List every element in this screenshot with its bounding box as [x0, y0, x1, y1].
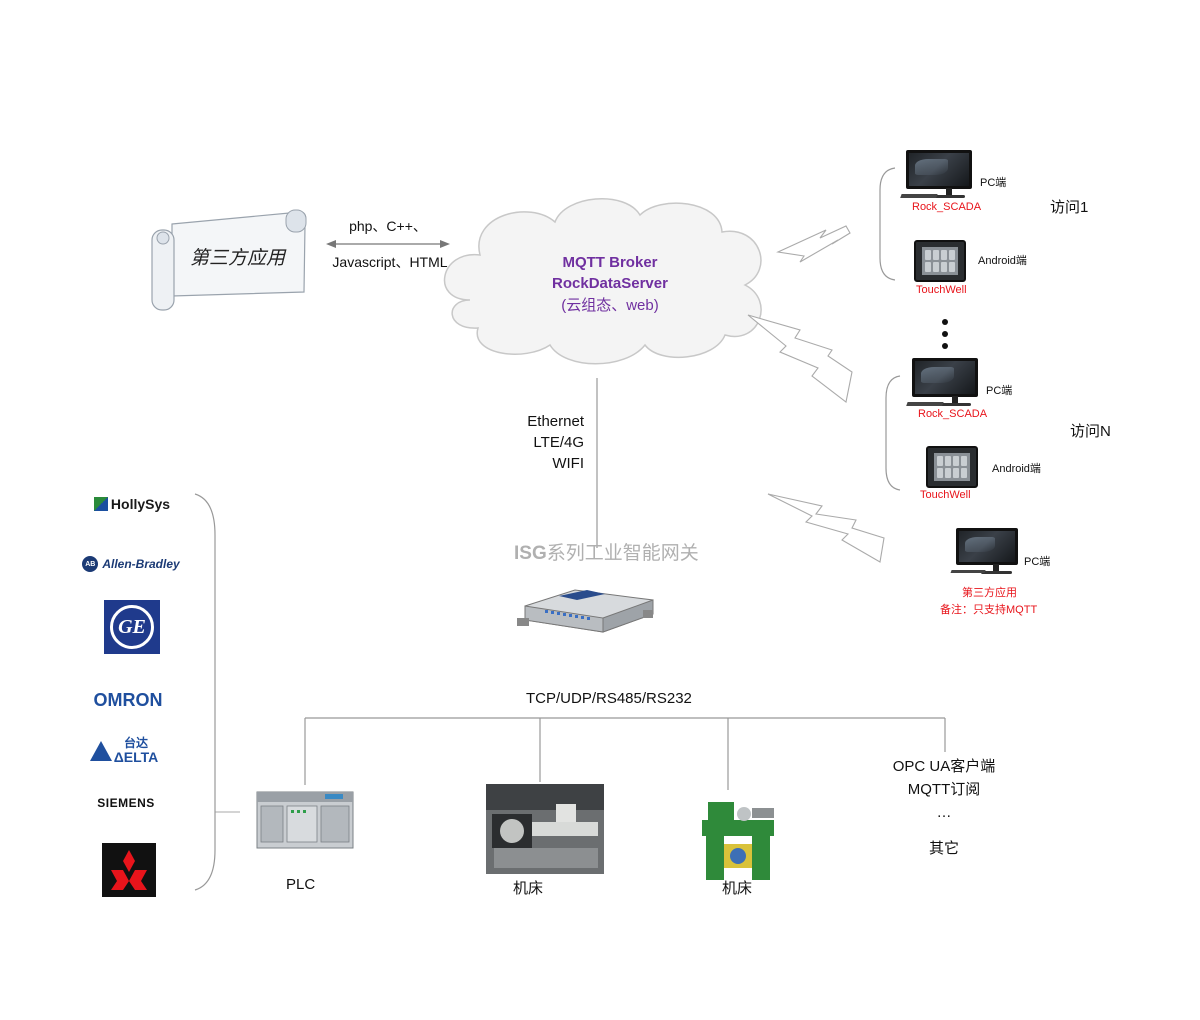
allen-bradley-mark: AB [82, 556, 99, 572]
omron-logo: OMRON [93, 689, 163, 710]
scroll-shape [151, 209, 307, 311]
wireless-bolt-1 [776, 225, 851, 263]
ge-mark: GE [110, 605, 154, 649]
delta-en: ΔELTA [113, 748, 159, 765]
plc-label: PLC [286, 876, 316, 893]
access1-bracket [879, 167, 896, 281]
lathe1-device [486, 784, 604, 874]
access1-pc-monitor-icon [900, 150, 972, 200]
wireless-bolt-2 [747, 314, 853, 403]
accessn-label: 访问N [1070, 423, 1111, 440]
cloud-line2: RockDataServer [552, 275, 668, 292]
access1-android-tablet-icon [914, 240, 966, 282]
other-line1: OPC UA客户端 [892, 758, 996, 775]
third-pc-name: 第三方应用 [962, 587, 1017, 599]
cloud-shape [443, 198, 762, 365]
wireless-bolt-3 [767, 493, 885, 563]
accessn-pc-type: PC端 [986, 385, 1013, 397]
third-pc-note: 备注：只支持MQTT [940, 604, 1038, 616]
network-line3: WIFI [552, 455, 584, 472]
gateway-title: ISG系列工业智能网关 [514, 543, 699, 565]
network-line1: Ethernet [527, 413, 584, 430]
lathe2-device [702, 802, 774, 880]
allen-bradley-name: Allen-Bradley [102, 557, 180, 571]
other-line4: 其它 [928, 840, 959, 857]
brands-brace [194, 493, 216, 891]
accessn-android-tablet-icon [926, 446, 978, 488]
gateway-title-prefix: ISG [514, 543, 547, 564]
hollysys-logo: HollySys [84, 492, 180, 516]
accessn-pc-name: Rock_SCADA [918, 408, 988, 420]
cloud-line3: (云组态、web) [561, 297, 659, 314]
third-pc-monitor-icon [950, 528, 1018, 576]
cloud-line1: MQTT Broker [562, 254, 658, 271]
access1-pc-type: PC端 [980, 177, 1007, 189]
access1-label: 访问1 [1050, 199, 1089, 216]
third-pc-type: PC端 [1024, 556, 1051, 568]
field-bus-label: TCP/UDP/RS485/RS232 [526, 690, 692, 707]
siemens-logo: SIEMENS [97, 796, 155, 810]
accessn-android-name: TouchWell [920, 489, 971, 501]
hollysys-name: HollySys [110, 496, 171, 512]
accessn-pc-monitor-icon [906, 358, 978, 408]
other-line3: … [936, 804, 952, 821]
accessn-bracket [885, 375, 901, 491]
delta-cn: 台达 [123, 736, 148, 751]
lathe1-label: 机床 [513, 880, 544, 897]
network-line2: LTE/4G [533, 434, 584, 451]
third-party-app-label: 第三方应用 [190, 247, 286, 269]
other-line2: MQTT订阅 [907, 781, 981, 798]
protocol-line1: php、C++、 [349, 218, 427, 234]
access1-android-type: Android端 [978, 255, 1027, 267]
access1-android-name: TouchWell [916, 284, 967, 296]
lathe2-label: 机床 [722, 880, 753, 897]
accessn-android-type: Android端 [992, 463, 1041, 475]
mitsubishi-logo [102, 843, 156, 897]
gateway-device [517, 589, 654, 633]
protocol-line2: Javascript、HTML [332, 254, 448, 270]
gateway-title-rest: 系列工业智能网关 [546, 543, 699, 564]
access1-pc-name: Rock_SCADA [912, 201, 982, 213]
ge-logo: GE [104, 600, 160, 654]
plc-device [256, 791, 354, 849]
